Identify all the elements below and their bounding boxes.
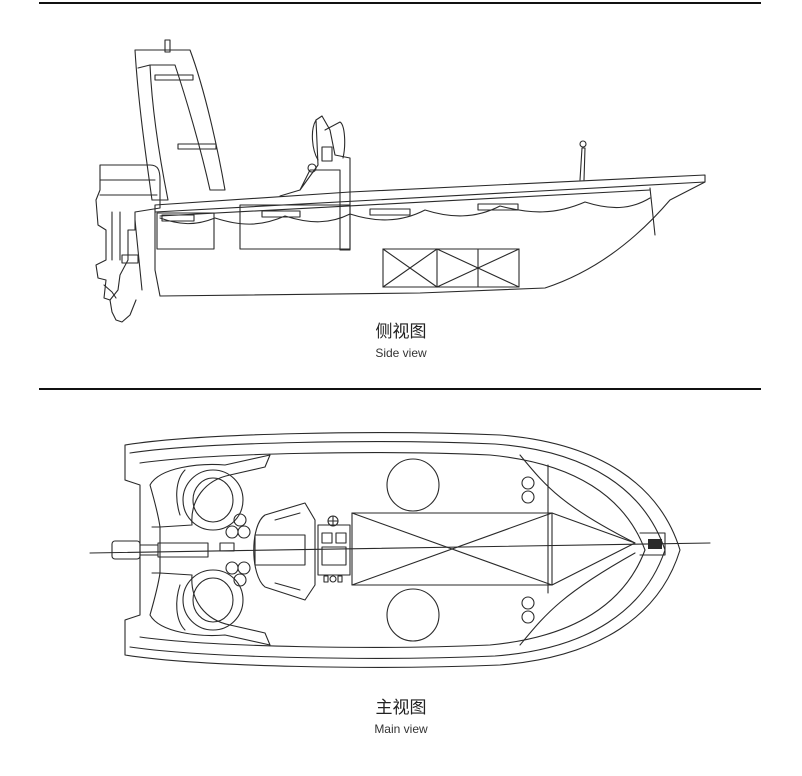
hull-top-outline — [124, 432, 681, 668]
storage-deck — [351, 512, 553, 586]
side-view-title-zh: 侧视图 — [375, 322, 427, 342]
anchor-locker — [648, 539, 662, 549]
middle-divider — [39, 388, 761, 390]
storage-box — [382, 248, 520, 288]
aft-seat-port — [149, 454, 271, 528]
outboard-motor — [95, 164, 161, 301]
side-view-title-en: Side view — [375, 346, 427, 360]
side-view-caption: 侧视图 Side view — [0, 322, 802, 361]
hatch-port — [386, 458, 440, 512]
side-view-drawing — [0, 30, 802, 330]
main-view-drawing — [0, 425, 802, 675]
main-view-title-en: Main view — [374, 722, 428, 736]
roll-bar — [134, 49, 226, 201]
console — [317, 524, 351, 576]
main-view-title-zh: 主视图 — [375, 698, 427, 718]
helm-seat — [253, 502, 316, 601]
centerline — [89, 542, 711, 554]
main-view-caption: 主视图 Main view — [0, 698, 802, 737]
bow-rail — [579, 147, 586, 181]
aft-seat-starboard — [149, 572, 271, 646]
hatch-starboard — [386, 588, 440, 642]
outboard-motor-top — [111, 540, 141, 560]
hull-outline — [154, 174, 706, 297]
top-divider — [39, 2, 761, 4]
mast-stub — [164, 39, 171, 53]
helm-console — [299, 115, 351, 251]
